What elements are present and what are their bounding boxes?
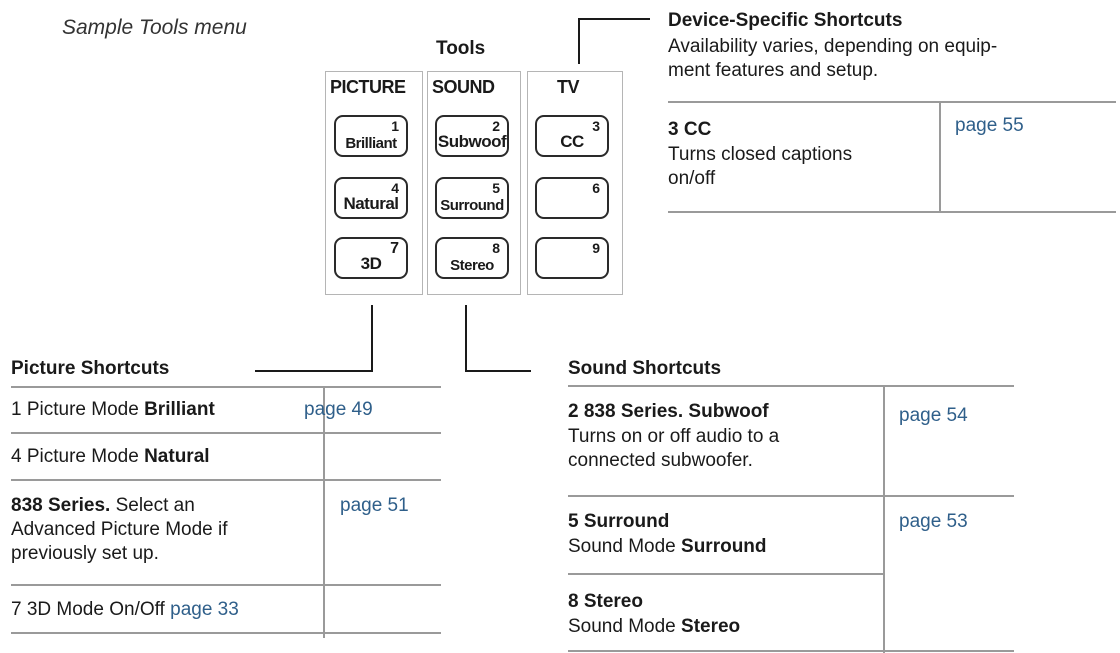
tv-callout-horizontal (578, 18, 650, 20)
cc-page-link[interactable]: page 55 (955, 115, 1024, 136)
device-desc-line1: Availability varies, depending on equip- (668, 36, 998, 57)
key-number: 6 (592, 180, 600, 196)
divider (11, 479, 441, 481)
cc-row-line2: on/off (668, 168, 716, 189)
subwoof-page-link[interactable]: page 54 (899, 405, 968, 426)
divider (668, 101, 1116, 103)
subwoof-row-line2: Turns on or off audio to a (568, 426, 780, 447)
key-number: 5 (492, 180, 500, 196)
row-text: Sound Mode (568, 616, 682, 637)
key-cc[interactable]: 3 CC (535, 115, 609, 157)
divider (11, 632, 441, 634)
key-number: 1 (391, 118, 399, 134)
key-natural[interactable]: 4 Natural (334, 177, 408, 219)
tv-callout-vertical (578, 18, 580, 64)
row-bold: 838 Series. (11, 495, 111, 516)
divider (568, 573, 884, 575)
row-text: 7 3D Mode On/Off (11, 599, 171, 620)
divider (668, 211, 1116, 213)
divider (568, 495, 1014, 497)
sound-callout-vertical (465, 305, 467, 372)
row-text: 4 Picture Mode (11, 446, 145, 467)
surround-row-mode: Sound Mode Surround (568, 535, 767, 559)
key-number: 2 (492, 118, 500, 134)
picture-row-advanced-line3: previously set up. (11, 543, 159, 564)
divider (568, 650, 1014, 652)
key-number: 9 (592, 240, 600, 256)
divider (11, 432, 441, 434)
picture-row-natural: 4 Picture Mode Natural (11, 445, 210, 469)
picture-row-brilliant: 1 Picture Mode Brilliant (11, 398, 215, 422)
surround-row-title: 5 Surround (568, 511, 670, 532)
subwoof-row-title: 2 838 Series. Subwoof (568, 401, 769, 422)
key-label: Subwoof (437, 132, 507, 151)
row-text: Select an (110, 495, 195, 516)
key-3d[interactable]: 7 3D (334, 237, 408, 279)
sound-panel-header: SOUND (432, 77, 495, 97)
divider (568, 385, 1014, 387)
key-subwoof[interactable]: 2 Subwoof (435, 115, 509, 157)
row-text: Sound Mode (568, 536, 682, 557)
key-6[interactable]: 6 (535, 177, 609, 219)
key-surround[interactable]: 5 Surround (435, 177, 509, 219)
key-label: Natural (343, 194, 399, 213)
divider (323, 386, 325, 638)
key-number: 8 (492, 240, 500, 256)
row-bold: Natural (144, 446, 210, 467)
tools-title: Tools (436, 38, 486, 59)
key-label: 3D (360, 254, 382, 273)
row-bold: Surround (681, 536, 767, 557)
stereo-row-mode: Sound Mode Stereo (568, 615, 740, 639)
cc-row-line1: Turns closed captions (668, 144, 853, 165)
row-bold: Stereo (681, 616, 741, 637)
advanced-page-link[interactable]: page 51 (340, 495, 409, 516)
row-text: 1 Picture Mode (11, 399, 145, 420)
key-brilliant[interactable]: 1 Brilliant (334, 115, 408, 157)
picture-shortcuts-heading: Picture Shortcuts (11, 358, 170, 379)
key-label: Stereo (450, 257, 494, 274)
3d-page-link[interactable]: page 33 (170, 599, 239, 620)
picture-row-advanced-line2: Advanced Picture Mode if (11, 519, 228, 540)
brilliant-page-link[interactable]: page 49 (304, 399, 373, 420)
cc-row-title: 3 CC (668, 119, 712, 140)
picture-panel-header: PICTURE (330, 77, 406, 97)
device-desc-line2: ment features and setup. (668, 60, 879, 81)
key-label: Brilliant (345, 135, 397, 152)
device-shortcuts-heading: Device-Specific Shortcuts (668, 10, 903, 31)
stereo-row-title: 8 Stereo (568, 591, 643, 612)
key-number: 3 (592, 118, 600, 134)
key-label: CC (560, 132, 584, 151)
key-number: 7 (390, 240, 399, 257)
divider (11, 584, 441, 586)
surround-page-link[interactable]: page 53 (899, 511, 968, 532)
picture-callout-horizontal (255, 370, 373, 372)
divider (883, 385, 885, 653)
sound-callout-horizontal (465, 370, 531, 372)
picture-callout-vertical (371, 305, 373, 372)
picture-row-advanced: 838 Series. Select an (11, 494, 195, 518)
sample-caption: Sample Tools menu (62, 16, 247, 39)
key-stereo[interactable]: 8 Stereo (435, 237, 509, 279)
picture-row-3d: 7 3D Mode On/Off page 33 (11, 598, 239, 622)
tv-panel-header: TV (557, 77, 580, 97)
subwoof-row-line3: connected subwoofer. (568, 450, 753, 471)
key-9[interactable]: 9 (535, 237, 609, 279)
key-label: Surround (440, 197, 504, 214)
divider (939, 101, 941, 213)
row-bold: Brilliant (144, 399, 215, 420)
sound-shortcuts-heading: Sound Shortcuts (568, 358, 722, 379)
key-number: 4 (391, 180, 399, 196)
divider (11, 386, 441, 388)
